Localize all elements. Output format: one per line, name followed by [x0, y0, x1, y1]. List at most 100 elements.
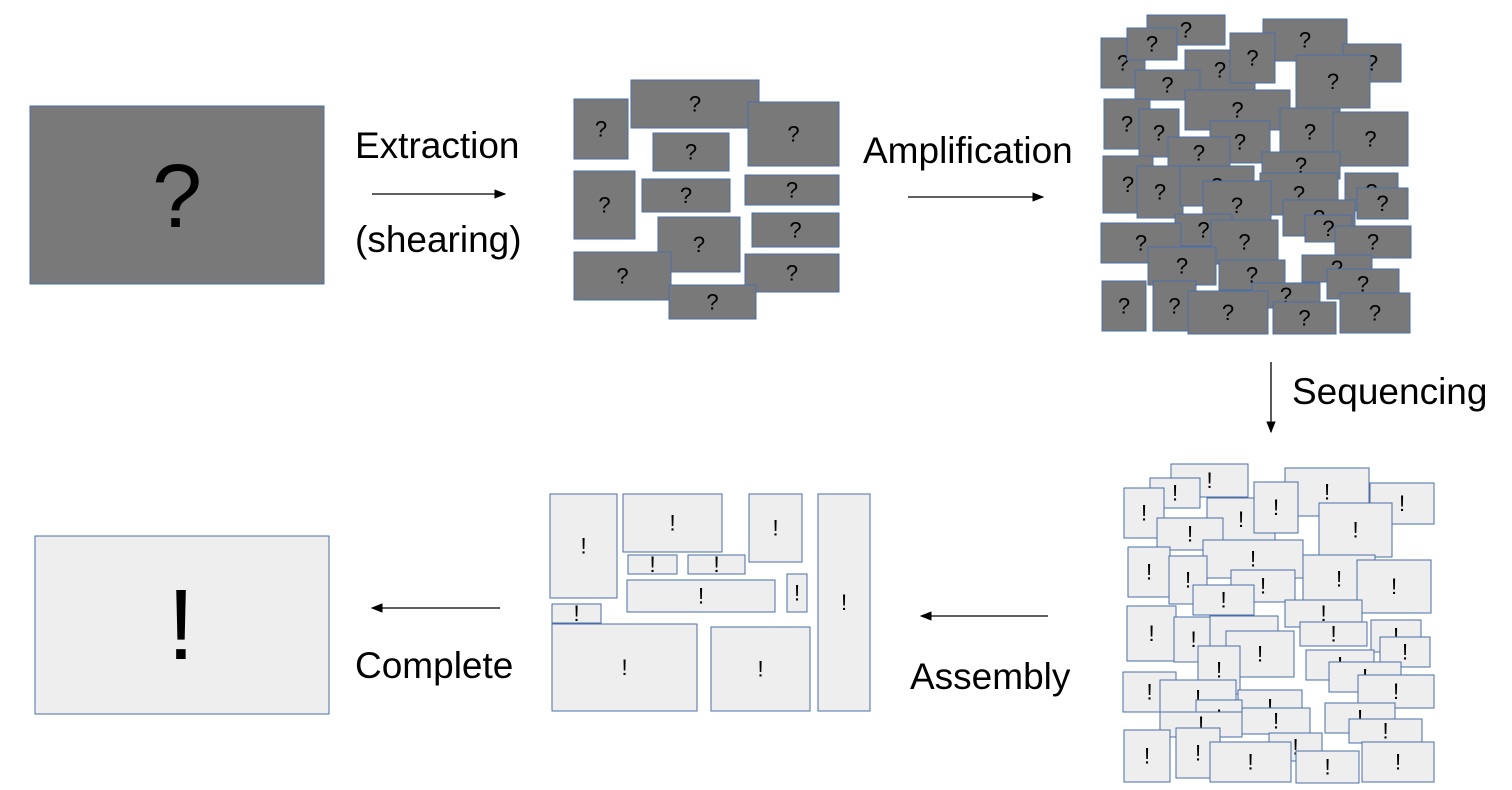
svg-text:!: !: [1238, 507, 1244, 532]
svg-text:!: !: [1330, 622, 1336, 647]
svg-text:?: ?: [1117, 51, 1129, 76]
svg-text:!: !: [794, 581, 800, 606]
amplified-fragment: ?: [1210, 219, 1279, 265]
svg-text:!: !: [698, 584, 704, 609]
assembled-contig: !: [687, 552, 746, 577]
sequenced-read: !: [1253, 481, 1299, 534]
amplified-fragment: ?: [1272, 301, 1337, 335]
sequenced-read: !: [1295, 750, 1360, 784]
svg-text:?: ?: [1146, 32, 1158, 57]
sheared-fragment: ?: [751, 212, 840, 248]
svg-text:?: ?: [1246, 263, 1258, 288]
svg-text:!: !: [1247, 750, 1253, 775]
svg-text:?: ?: [595, 117, 607, 142]
sequenced-read: !: [1284, 599, 1363, 628]
svg-text:!: !: [1402, 640, 1408, 665]
svg-text:!: !: [1336, 567, 1342, 592]
svg-text:?: ?: [1197, 218, 1209, 243]
sheared-fragment: ?: [744, 174, 840, 206]
svg-text:!: !: [757, 657, 763, 682]
svg-text:?: ?: [1295, 153, 1307, 178]
svg-text:!: !: [713, 552, 719, 577]
sheared-fragment: ?: [747, 101, 840, 167]
svg-text:?: ?: [689, 92, 701, 117]
svg-text:!: !: [1195, 741, 1201, 766]
amplified-fragment: ?: [1229, 32, 1276, 84]
step-label-shearing: (shearing): [355, 219, 522, 260]
amplified-fragment: ?: [1334, 225, 1412, 259]
sequenced-read: !: [1241, 707, 1311, 735]
svg-text:!: !: [841, 590, 847, 615]
svg-text:?: ?: [787, 122, 799, 147]
sheared-fragment: ?: [573, 251, 672, 301]
svg-text:?: ?: [1135, 231, 1147, 256]
svg-text:!: !: [1320, 601, 1326, 626]
svg-text:!: !: [1195, 686, 1201, 711]
sequenced-reads: !!!!!!!!!!!!!!!!!!!!!!!!!!!!!!!!!!!!!!!!…: [1122, 463, 1435, 784]
step-label-amplification: Amplification: [863, 130, 1073, 171]
sequenced-read: !: [1192, 584, 1255, 616]
svg-text:?: ?: [1357, 272, 1369, 297]
svg-text:?: ?: [616, 264, 628, 289]
svg-text:?: ?: [1231, 193, 1243, 218]
amplified-fragment: ?: [1126, 27, 1178, 61]
svg-text:!: !: [1357, 706, 1363, 731]
svg-text:?: ?: [1322, 216, 1334, 241]
svg-text:?: ?: [1364, 127, 1376, 152]
svg-text:!: !: [1260, 574, 1266, 599]
svg-text:!: !: [1292, 735, 1298, 760]
svg-text:?: ?: [786, 178, 798, 203]
step-label-extraction: Extraction: [355, 125, 520, 166]
svg-text:!: !: [1382, 719, 1388, 744]
sheared-fragment: ?: [657, 216, 741, 273]
svg-text:!: !: [1399, 491, 1405, 516]
original-genome-block: ?: [29, 105, 325, 285]
sequenced-read: !: [1356, 559, 1432, 614]
svg-text:!: !: [1187, 522, 1193, 547]
svg-text:!: !: [1148, 621, 1154, 646]
svg-text:!: !: [1393, 624, 1399, 649]
assembled-contig: !: [626, 579, 776, 613]
svg-text:!: !: [621, 655, 627, 680]
amplified-fragments: ????????????????????????????????????????: [1100, 14, 1412, 335]
assembled-contigs: !!!!!!!!!!!: [549, 493, 871, 712]
svg-text:?: ?: [1193, 141, 1205, 166]
amplified-fragment: ?: [1339, 292, 1411, 334]
svg-text:?: ?: [1234, 130, 1246, 155]
svg-text:!: !: [1324, 755, 1330, 780]
sequenced-read: !: [1209, 741, 1292, 783]
svg-text:!: !: [1146, 560, 1152, 585]
assembled-contig: !: [549, 493, 618, 599]
assembled-contig: !: [817, 493, 871, 712]
svg-text:?: ?: [680, 183, 692, 208]
amplified-fragment: ?: [1295, 54, 1371, 109]
svg-text:!: !: [573, 601, 579, 626]
sheared-fragment: ?: [630, 79, 760, 129]
amplified-fragment: ?: [1356, 187, 1409, 220]
svg-text:!: !: [1324, 480, 1330, 505]
svg-text:?: ?: [693, 232, 705, 257]
svg-text:?: ?: [1327, 69, 1339, 94]
sequenced-read: !: [1126, 605, 1177, 662]
assembled-contig: !: [786, 573, 808, 613]
sheared-fragment: ?: [744, 253, 840, 293]
svg-text:!: !: [1220, 588, 1226, 613]
assembled-contig: !: [627, 552, 678, 577]
svg-text:!: !: [1273, 709, 1279, 734]
svg-text:!: !: [1395, 750, 1401, 775]
svg-text:!: !: [669, 511, 675, 536]
amplified-fragment: ?: [1136, 165, 1184, 219]
sequenced-read: !: [1348, 718, 1423, 744]
svg-text:!: !: [1267, 695, 1273, 720]
svg-text:?: ?: [1121, 112, 1133, 137]
svg-text:?: ?: [685, 140, 697, 165]
svg-text:!: !: [1273, 495, 1279, 520]
complete-genome-block: !: [34, 535, 330, 715]
svg-text:!: !: [1172, 481, 1178, 506]
svg-text:!: !: [1216, 658, 1222, 683]
svg-text:?: ?: [1214, 58, 1226, 83]
sequenced-read: !: [1127, 546, 1171, 598]
sequenced-read: !: [1361, 741, 1435, 783]
svg-text:!: !: [1393, 679, 1399, 704]
